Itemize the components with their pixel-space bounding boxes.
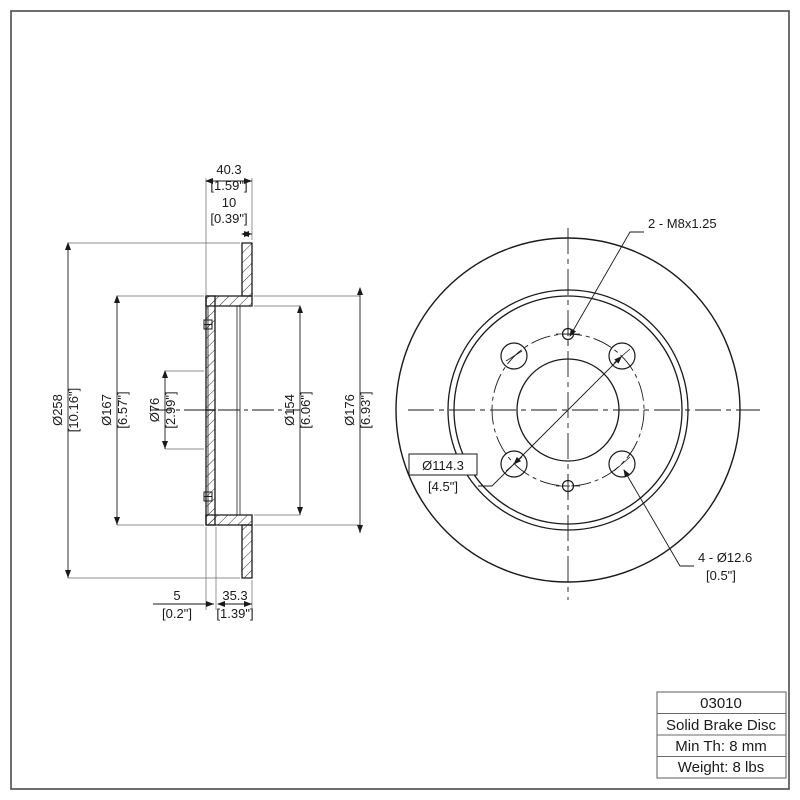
bolt-circle-dim-box — [408, 453, 478, 476]
leader-bolt-circle-extension — [478, 463, 515, 487]
cross-section-view: 40.3 [1.59"] 10 [0.39"] Ø258 [10.16"] Ø1… — [50, 162, 373, 621]
leader-thread-callout — [569, 231, 644, 337]
dim-outer-pad-imperial: [6.93"] — [358, 391, 373, 428]
sheet-border — [10, 10, 790, 790]
dim-outer-diameter-metric: Ø258 — [50, 394, 65, 426]
section-hub-wall-lower — [205, 409, 216, 526]
face-view: 2 - M8x1.25 4 - Ø12.6 [0.5"] Ø114.3 [4.5… — [395, 216, 760, 600]
dim-hub-offset-metric: 5 — [173, 588, 180, 603]
title-block-part-number: 03010 — [700, 695, 742, 712]
lug-hole-top-left — [500, 342, 528, 370]
thread-hole-bottom — [556, 474, 580, 498]
callout-bolt-circle-imperial: [4.5"] — [428, 479, 458, 494]
dim-hat-depth-metric: 35.3 — [222, 588, 247, 603]
leader-bolt-circle — [513, 355, 623, 465]
section-lower-flange — [241, 524, 253, 579]
section-thread-hole-upper — [203, 319, 213, 330]
callout-lug-holes-metric: 4 - Ø12.6 — [698, 550, 752, 565]
dim-flange-thickness-metric: 10 — [222, 195, 236, 210]
callout-bolt-circle-metric: Ø114.3 — [422, 458, 464, 473]
leader-lug-callout — [623, 469, 694, 567]
dim-center-bore-imperial: [2.99"] — [163, 391, 178, 428]
dim-center-bore-metric: Ø76 — [147, 398, 162, 423]
dim-overall-width-metric: 40.3 — [216, 162, 241, 177]
dim-hat-diameter-imperial: [6.57"] — [115, 391, 130, 428]
dim-inner-pad-metric: Ø154 — [282, 394, 297, 426]
dim-inner-pad-imperial: [6.06"] — [298, 391, 313, 428]
disc-pad-outer-circle — [447, 289, 689, 531]
title-block-weight: Weight: 8 lbs — [678, 759, 764, 776]
dim-outer-pad-metric: Ø176 — [342, 394, 357, 426]
disc-pad-inner-circle — [453, 295, 683, 525]
disc-outer-circle — [395, 237, 741, 583]
dim-hat-depth-imperial: [1.39"] — [216, 606, 253, 621]
dim-hub-offset-imperial: [0.2"] — [162, 606, 192, 621]
section-thread-hole-lower — [203, 491, 213, 502]
dim-overall-width-imperial: [1.59"] — [210, 178, 247, 193]
dim-hat-diameter-metric: Ø167 — [99, 394, 114, 426]
title-block-min-thickness: Min Th: 8 mm — [675, 738, 766, 755]
callout-lug-holes-imperial: [0.5"] — [706, 568, 736, 583]
dim-flange-thickness-imperial: [0.39"] — [210, 211, 247, 226]
callout-thread-holes: 2 - M8x1.25 — [648, 216, 717, 231]
section-upper-flange — [241, 242, 253, 297]
dim-outer-diameter-imperial: [10.16"] — [66, 388, 81, 432]
title-block-description: Solid Brake Disc — [666, 717, 777, 734]
title-block: 03010 Solid Brake Disc Min Th: 8 mm Weig… — [656, 691, 787, 779]
section-lower-web — [205, 514, 253, 526]
section-hub-wall-upper — [205, 295, 216, 411]
lug-hole-bottom-right — [608, 450, 636, 478]
